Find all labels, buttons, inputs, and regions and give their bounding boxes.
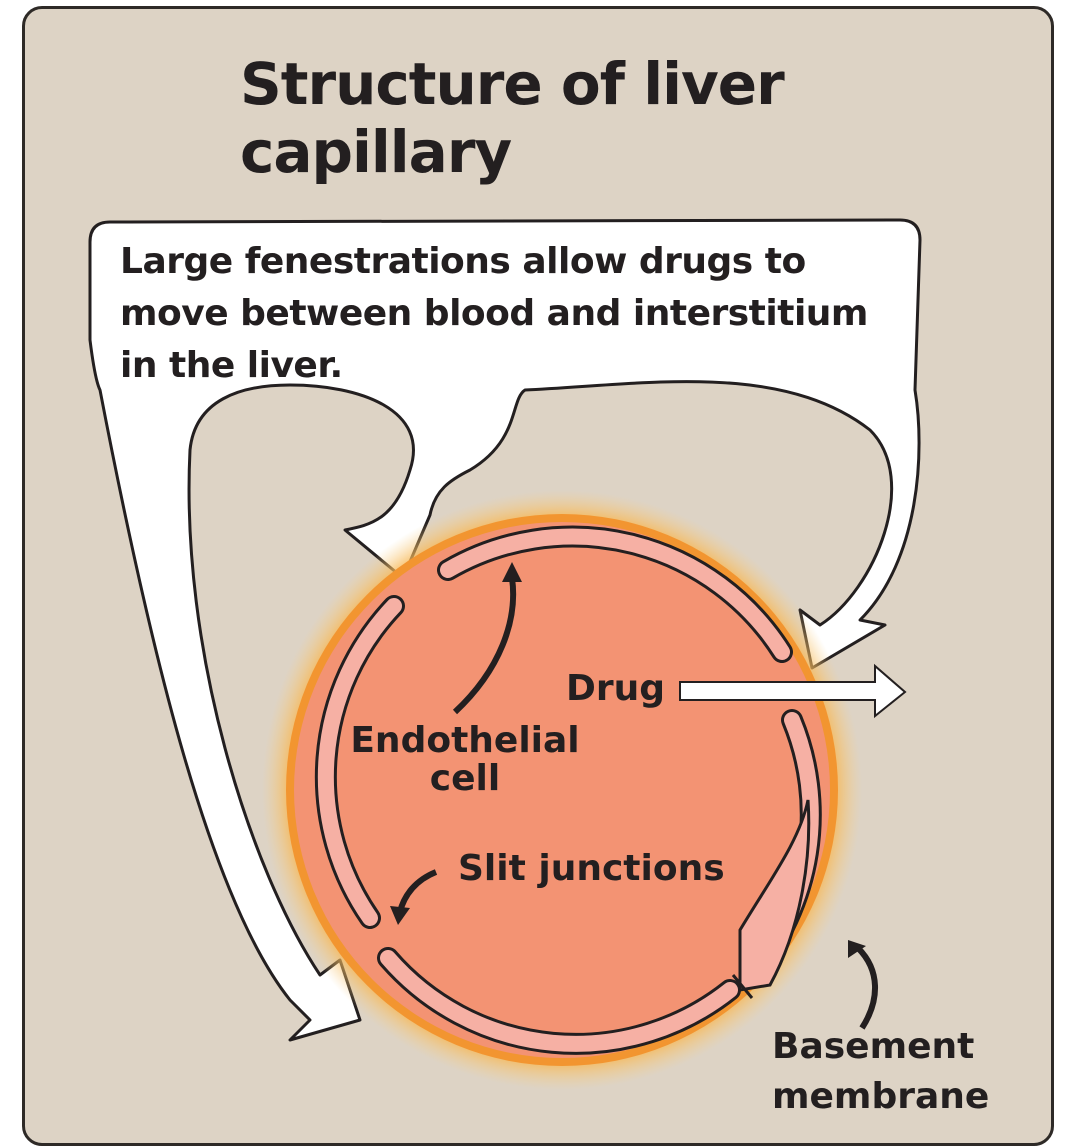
callout-text: Large fenestrations allow drugs to move …: [120, 236, 930, 392]
endothelial-label-line-2: cell: [430, 758, 500, 799]
endothelial-cell-label: Endothelial cell: [340, 722, 590, 798]
basement-label-line-1: Basement: [772, 1026, 974, 1067]
callout-line-1: Large fenestrations allow drugs to: [120, 241, 806, 282]
slit-junctions-label: Slit junctions: [458, 848, 725, 889]
callout-line-2: move between blood and interstitium: [120, 293, 868, 334]
diagram-title: Structure of liver capillary: [240, 50, 940, 186]
basement-pointer-arrow: [858, 948, 875, 1028]
endothelial-label-line-1: Endothelial: [350, 720, 579, 761]
basement-membrane-label: Basement membrane: [772, 1022, 989, 1122]
drug-label: Drug: [566, 668, 665, 709]
title-line-1: Structure of liver: [240, 50, 784, 118]
title-line-2: capillary: [240, 118, 511, 186]
basement-label-line-2: membrane: [772, 1076, 989, 1117]
callout-line-3: in the liver.: [120, 345, 343, 386]
